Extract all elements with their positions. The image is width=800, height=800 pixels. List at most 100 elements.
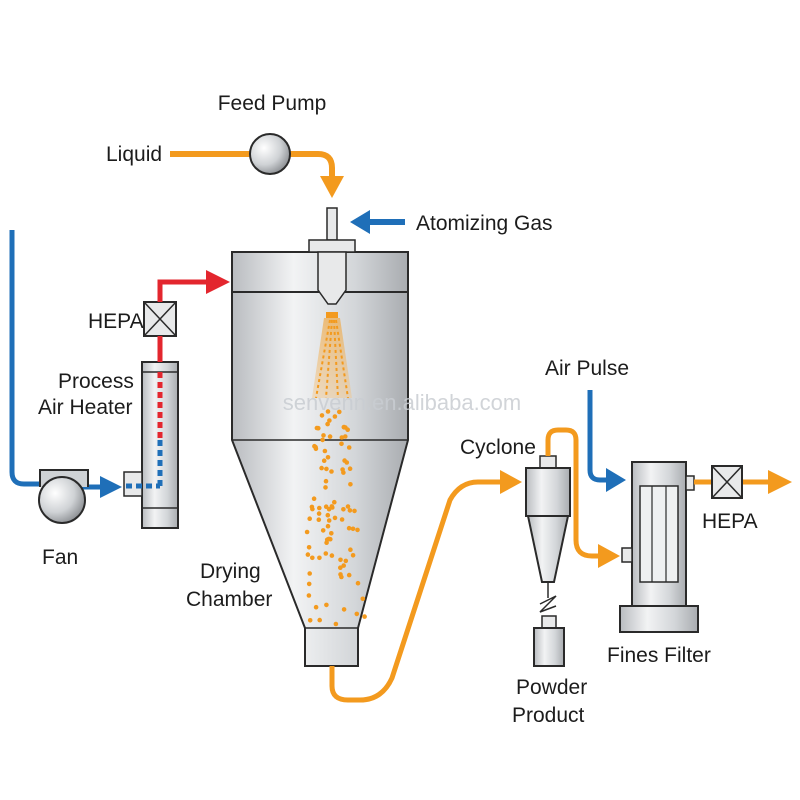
droplet [339, 441, 344, 447]
product-transfer-line [329, 479, 500, 703]
watermark: senvenn.en.alibaba.com [283, 390, 522, 415]
droplet [339, 517, 345, 522]
droplet [327, 434, 333, 439]
droplet [329, 531, 334, 536]
droplet [333, 621, 339, 627]
droplet [338, 565, 343, 570]
droplet [346, 445, 352, 450]
atomizing-gas-label: Atomizing Gas [416, 212, 553, 235]
droplet [323, 504, 329, 510]
droplet [325, 421, 330, 427]
droplet [350, 526, 356, 532]
cyclone-inlet-arrow [500, 470, 522, 494]
droplet [325, 523, 331, 529]
droplet [327, 418, 332, 423]
droplet [312, 443, 317, 449]
fines-filter-label: Fines Filter [607, 644, 711, 667]
droplet [316, 425, 321, 431]
droplet [346, 572, 352, 578]
droplet [346, 525, 352, 531]
droplet [343, 558, 349, 564]
droplet [305, 552, 311, 557]
fan-outlet-arrow [100, 476, 122, 498]
droplet [332, 414, 338, 419]
droplet [309, 504, 315, 510]
droplet [322, 448, 328, 454]
droplet [313, 604, 319, 610]
droplet [325, 455, 331, 460]
liquid-feed-line [170, 151, 335, 178]
cyclone [525, 455, 571, 613]
spray-cone [312, 318, 352, 399]
powder-product-label-2: Product [512, 704, 585, 727]
droplet [339, 435, 345, 440]
droplet [341, 507, 346, 512]
cyclone-outlet-line [545, 427, 600, 559]
droplet [326, 518, 332, 523]
droplet [348, 482, 353, 487]
nozzle-icon [308, 207, 356, 318]
hepa-inlet-label: HEPA [88, 310, 144, 333]
droplet [321, 458, 327, 464]
droplet [324, 466, 329, 472]
droplet [341, 424, 347, 430]
droplet [332, 515, 338, 521]
process-air-heater-label-2: Air Heater [38, 396, 133, 419]
droplet [317, 617, 323, 623]
droplet [307, 516, 313, 521]
droplet [323, 551, 329, 556]
droplet [307, 571, 313, 576]
droplet [329, 553, 335, 558]
droplet [341, 563, 347, 568]
filter-inlet-arrow [598, 544, 620, 568]
droplet [316, 511, 322, 516]
droplet [304, 529, 310, 535]
hot-air-line [157, 270, 230, 302]
feed-pump-label: Feed Pump [218, 92, 327, 115]
droplet [320, 437, 325, 443]
droplet [343, 434, 348, 439]
droplet [306, 545, 312, 550]
droplet [342, 458, 347, 463]
fan-icon [38, 469, 89, 524]
droplet [360, 596, 366, 602]
droplet [317, 555, 322, 561]
droplet [307, 618, 313, 623]
droplet [323, 478, 329, 484]
droplet [345, 504, 351, 509]
process-air-heater-label-1: Process [58, 370, 134, 393]
liquid-label: Liquid [106, 143, 162, 166]
pump-icon [249, 133, 291, 175]
hepa-filter-icon [143, 301, 177, 337]
droplet [317, 505, 322, 511]
inlet-air-line [9, 230, 104, 490]
droplet [348, 547, 353, 552]
air-pulse-label: Air Pulse [545, 357, 629, 380]
hepa-outlet-icon [711, 465, 743, 499]
droplet [362, 614, 367, 619]
drying-chamber-label-1: Drying [200, 560, 261, 583]
droplet [321, 433, 326, 438]
hepa-outlet-label: HEPA [702, 510, 758, 533]
droplet [324, 602, 329, 608]
droplet [323, 485, 328, 490]
droplet [306, 581, 312, 587]
drying-chamber [231, 251, 409, 667]
droplet [311, 496, 317, 502]
droplet [319, 465, 324, 471]
droplet [341, 607, 347, 612]
droplet [347, 466, 353, 472]
droplet [332, 499, 337, 505]
droplet [316, 517, 322, 522]
fines-filter [619, 461, 699, 633]
droplet [325, 409, 331, 414]
droplet [345, 427, 351, 433]
drying-chamber-label-2: Chamber [186, 588, 272, 611]
droplets [304, 409, 367, 627]
droplet [338, 572, 343, 577]
droplet [354, 611, 360, 617]
cyclone-label: Cyclone [460, 436, 536, 459]
powder-product-container [533, 615, 565, 667]
